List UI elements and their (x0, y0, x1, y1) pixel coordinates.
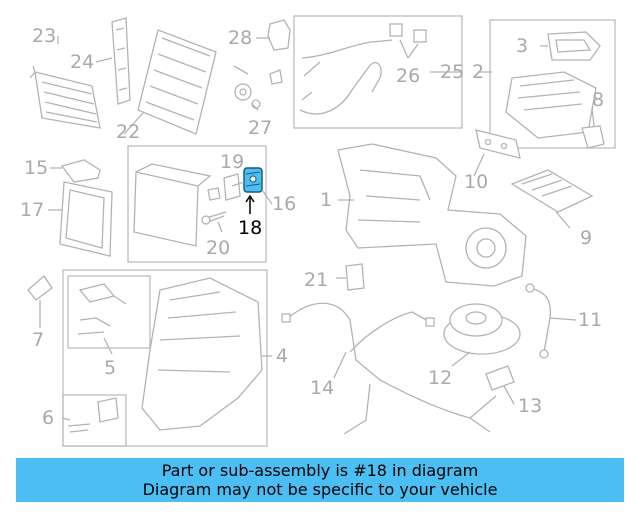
callout-14: 14 (310, 377, 334, 399)
part-7-clip (27, 275, 53, 301)
group-box-2 (489, 19, 616, 149)
part-28-clip (267, 19, 291, 51)
group-box-5 (67, 275, 151, 349)
part-4-evaporator-housing (141, 277, 263, 431)
part-1-hvac-housing (337, 143, 527, 287)
callout-6: 6 (42, 407, 54, 429)
part-25-pipes (299, 39, 393, 115)
leader-lines (39, 36, 595, 421)
part-3-gasket (547, 31, 601, 61)
callout-23: 23 (32, 25, 56, 47)
part-22-heater-core (137, 29, 217, 135)
part-10-bracket (475, 129, 521, 159)
part-15-sensor (60, 159, 101, 183)
callout-9: 9 (580, 227, 592, 249)
callout-26: 26 (396, 65, 420, 87)
callout-24: 24 (70, 51, 94, 73)
part-16-module (133, 163, 212, 247)
callout-28: 28 (228, 27, 252, 49)
part-27-hardware (233, 65, 283, 109)
part-18-expansion-valve (243, 167, 263, 214)
part-23-panel (29, 65, 101, 129)
callout-2: 2 (472, 61, 484, 83)
part-26-fittings (389, 23, 427, 43)
callout-10: 10 (464, 171, 488, 193)
group-box-16 (127, 145, 267, 263)
callout-19: 19 (220, 151, 244, 173)
group-box-6 (62, 394, 127, 447)
part-17-frame (59, 181, 113, 257)
callout-15: 15 (24, 157, 48, 179)
part-20-screw (201, 187, 227, 225)
banner-line-1: Part or sub-assembly is #18 in diagram (161, 461, 479, 480)
part-11-hose (525, 283, 552, 359)
part-21-seal (345, 263, 365, 291)
callout-7: 7 (32, 329, 44, 351)
banner-line-2: Diagram may not be specific to your vehi… (142, 480, 498, 499)
part-14-wiring-harness (281, 302, 497, 435)
part-5-actuators (77, 283, 127, 335)
callout-labels: 23 24 22 28 27 26 25 2 3 8 10 9 1 15 17 … (20, 25, 604, 429)
callout-27: 27 (248, 117, 272, 139)
callout-17: 17 (20, 199, 44, 221)
part-8-clip (581, 125, 605, 149)
callout-3: 3 (516, 35, 528, 57)
part-12-blower-motor (443, 303, 521, 355)
group-box-4 (62, 269, 268, 447)
callout-5: 5 (104, 357, 116, 379)
part-19-bracket (223, 173, 241, 201)
callout-1: 1 (320, 189, 332, 211)
part-13-resistor (485, 365, 515, 391)
callout-22: 22 (116, 121, 140, 143)
callout-21: 21 (304, 269, 328, 291)
callout-13: 13 (518, 395, 542, 417)
part-6-bracket (67, 397, 119, 433)
callout-18: 18 (238, 217, 262, 239)
callout-20: 20 (206, 237, 230, 259)
callout-16: 16 (272, 193, 296, 215)
callout-12: 12 (428, 367, 452, 389)
callout-11: 11 (578, 309, 602, 331)
callout-8: 8 (592, 89, 604, 111)
part-24-bracket (111, 17, 131, 105)
callout-25: 25 (440, 61, 464, 83)
parts-diagram: 23 24 22 28 27 26 25 2 3 8 10 9 1 15 17 … (20, 15, 616, 447)
info-banner: Part or sub-assembly is #18 in diagram D… (16, 458, 624, 502)
callout-4: 4 (276, 345, 288, 367)
part-9-filter (510, 169, 594, 213)
